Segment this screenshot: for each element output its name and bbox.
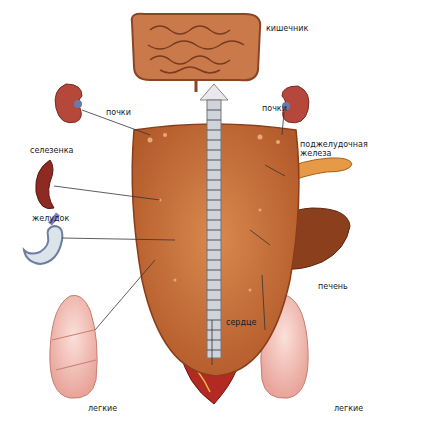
organ-label: легкие: [334, 404, 363, 413]
organ-label: поджелудочная железа: [300, 140, 366, 158]
organ-label: селезенка: [30, 146, 74, 155]
stomach-drawing: [24, 226, 62, 264]
organ-label: кишечник: [266, 24, 308, 33]
spine-drawing: [200, 84, 228, 358]
organ-label: почки: [262, 104, 287, 113]
organ-label: сердце: [226, 318, 256, 327]
organ-label: почки: [106, 108, 131, 117]
intestine-drawing: [132, 14, 260, 92]
organ-label: желудок: [32, 214, 69, 223]
lung-drawing: [50, 295, 97, 398]
organ-label: печень: [318, 282, 348, 291]
leader-line: [54, 110, 285, 365]
organ-label: легкие: [88, 404, 117, 413]
spleen-drawing: [36, 160, 54, 209]
kidney-drawing: [55, 84, 309, 123]
